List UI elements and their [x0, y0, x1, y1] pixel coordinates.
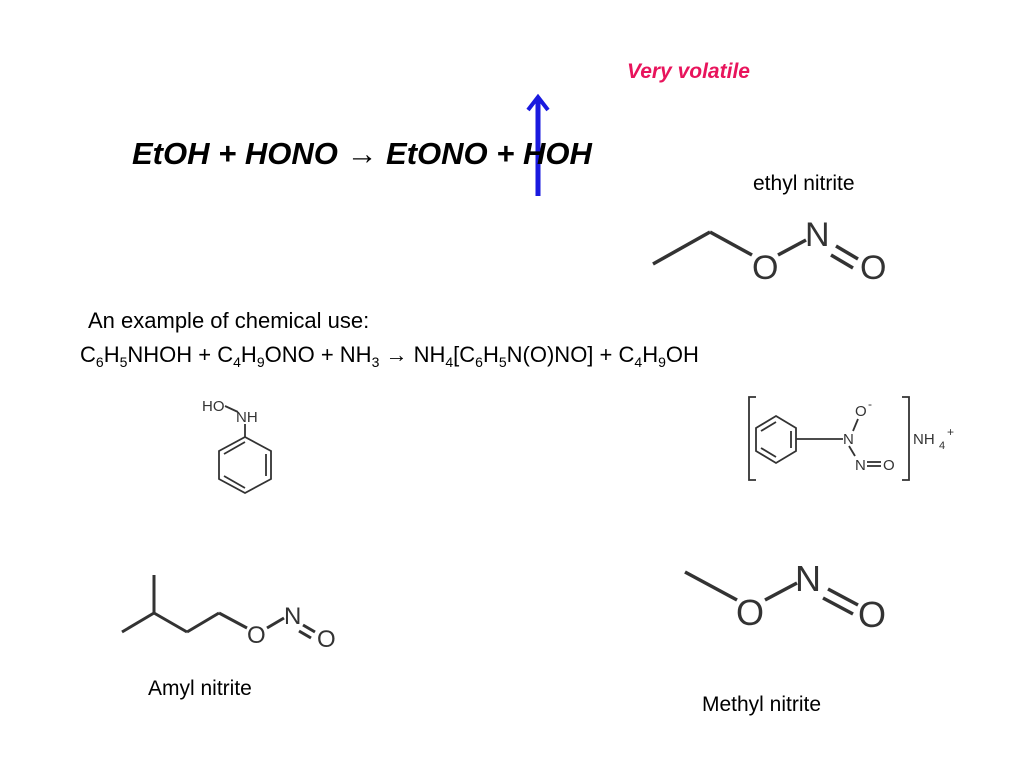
oxygen-atom: O — [317, 626, 336, 653]
equation-subscript: 4 — [634, 354, 643, 370]
oxygen-atom: O — [860, 249, 886, 287]
ethyl-nitrite-structure: O N O — [652, 216, 886, 287]
equation-subscript: 4 — [233, 354, 241, 370]
equation-text: NHOH + C — [127, 342, 234, 367]
equation-text: [C — [453, 342, 476, 367]
ammonium-salt-structure: O - N N O NH 4 + — [748, 396, 954, 481]
nitrogen-atom: N — [805, 216, 830, 254]
amyl-nitrite-structure: O N O — [121, 575, 336, 653]
equation-text: C — [80, 342, 96, 367]
equation-text: H — [103, 342, 120, 367]
esterification-equation: EtOH + HONO → EtONO + HOH — [132, 136, 592, 171]
equation-subscript: 4 — [445, 354, 454, 370]
phenylhydroxylamine-structure: HO NH — [202, 398, 272, 495]
equation-text: ONO + NH — [264, 342, 372, 367]
equation-subscript: 3 — [371, 354, 380, 370]
oxygen-atom: O — [883, 457, 895, 474]
equation-subscript: 9 — [256, 354, 265, 370]
nitrogen-atom: N — [284, 603, 301, 630]
oxygen-atom: O — [752, 249, 778, 287]
amine-group: NH — [236, 409, 258, 426]
example-intro: An example of chemical use: — [88, 308, 370, 333]
equation-subscript: 5 — [498, 354, 507, 370]
equation-subscript: 9 — [658, 354, 666, 370]
volatility-note: Very volatile — [627, 60, 750, 83]
equation-text: OH — [665, 342, 699, 367]
ammonium-label: NH — [913, 431, 935, 448]
ammonium-subscript: 4 — [939, 440, 945, 452]
equation-text: N(O)NO] + C — [506, 342, 635, 367]
oxygen-atom: O — [247, 622, 266, 649]
ammonium-charge: + — [947, 425, 954, 439]
nitrogen-atom: N — [855, 457, 866, 474]
amyl-nitrite-caption: Amyl nitrite — [148, 677, 252, 700]
nitrogen-atom: N — [843, 431, 854, 448]
equation-subscript: 5 — [119, 354, 128, 370]
hydroxyl-group: HO — [202, 398, 225, 415]
example-equation: C6H5NHOH + C4H9ONO + NH3 → NH4[C6H5N(O)N… — [80, 342, 699, 370]
oxygen-atom: O — [736, 592, 764, 633]
equation-text: → NH — [379, 342, 446, 367]
oxide-atom: O — [855, 403, 867, 420]
equation-text: H — [642, 342, 659, 367]
methyl-nitrite-caption: Methyl nitrite — [702, 693, 822, 716]
up-arrow-icon — [526, 93, 550, 196]
equation-text: H — [482, 342, 499, 367]
ethyl-nitrite-caption: ethyl nitrite — [753, 172, 855, 195]
equation-subscript: 6 — [95, 354, 104, 370]
oxygen-atom: O — [858, 594, 886, 635]
equation-text: H — [240, 342, 257, 367]
methyl-nitrite-structure: O N O — [684, 558, 886, 635]
nitrogen-atom: N — [795, 558, 821, 599]
charge-minus: - — [868, 397, 872, 411]
equation-subscript: 6 — [475, 354, 483, 370]
arrow-head — [526, 93, 550, 112]
